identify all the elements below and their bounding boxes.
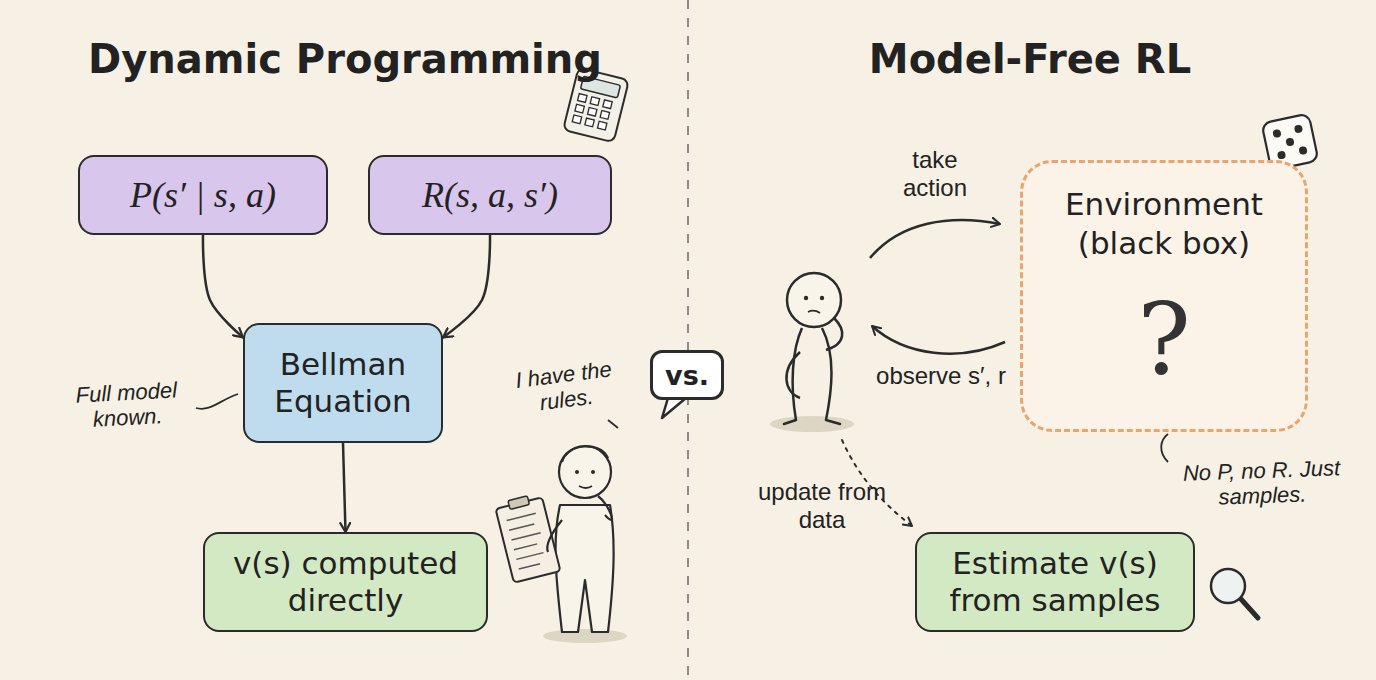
person-eye <box>575 470 579 474</box>
calculator-key <box>578 94 587 103</box>
die-pip <box>1294 124 1303 133</box>
estimate-box: Estimate v(s) from samples <box>915 532 1195 632</box>
node-text: Environment (black box) <box>1044 185 1284 263</box>
arrow-label: take action <box>880 146 990 201</box>
section-title: Dynamic Programming <box>40 36 650 82</box>
agent-body <box>793 328 802 420</box>
node-text: vs. <box>665 360 709 391</box>
agent-eye <box>804 296 808 300</box>
calculator-key <box>588 107 597 116</box>
arrow-label: update from data <box>752 478 892 533</box>
die-pip <box>1298 146 1307 155</box>
person-body <box>556 505 614 632</box>
annotation-note: Full model known. <box>51 376 203 434</box>
die-pip <box>1285 137 1294 146</box>
shadow <box>543 629 627 643</box>
magnifier-icon <box>1211 569 1258 618</box>
calculator-key <box>597 121 606 130</box>
node-text: P(s′ | s, a) <box>130 174 276 216</box>
speech-tick <box>608 420 618 428</box>
annotation-note: No P, no R. Just samples. <box>1161 455 1363 513</box>
calculator-key <box>572 115 581 124</box>
leader-line <box>196 394 238 409</box>
person-eye <box>591 470 595 474</box>
agent-body <box>822 328 832 420</box>
calculator-key <box>603 100 612 109</box>
flow-arrow <box>203 235 243 337</box>
node-text: R(s, a, s′) <box>422 174 558 216</box>
agent-feet <box>784 420 840 424</box>
action-arrow <box>870 220 1000 258</box>
section-title: Model-Free RL <box>730 36 1330 82</box>
clipboard-clip <box>508 496 530 510</box>
flow-arrow <box>443 235 490 337</box>
vs-bubble: vs. <box>650 350 724 400</box>
agent-head <box>787 273 841 327</box>
model-box: R(s, a, s′) <box>368 155 612 235</box>
clipboard-scribble <box>507 513 548 569</box>
node-text: Bellman Equation <box>255 346 431 420</box>
person-with-clipboard <box>494 446 627 643</box>
agent-mouth <box>808 311 820 313</box>
shadow <box>770 416 854 432</box>
leader-line <box>1161 434 1168 462</box>
node-text: Estimate v(s) from samples <box>927 545 1183 619</box>
node-text: v(s) computed directly <box>215 545 476 619</box>
agent-eye <box>820 296 824 300</box>
person-hair <box>562 446 608 462</box>
agent-arm <box>786 352 800 398</box>
flow-arrow <box>343 443 346 532</box>
equation-box: Bellman Equation <box>243 323 443 443</box>
bubble-tail <box>662 398 686 418</box>
die-pip <box>1277 150 1286 159</box>
person-arm <box>598 496 612 520</box>
magnifier-handle <box>1240 598 1258 618</box>
divider-line <box>687 0 689 680</box>
person-arm <box>547 520 562 552</box>
person-head <box>559 446 611 498</box>
arrow-label: observe s′, r <box>866 362 1016 390</box>
calculator-key <box>590 97 599 106</box>
calculator-key <box>600 111 609 120</box>
agent-figure <box>770 273 854 432</box>
die-pip <box>1272 129 1281 138</box>
magnifier-lens <box>1211 569 1245 603</box>
environment-box: Environment (black box)? <box>1020 160 1308 432</box>
result-box: v(s) computed directly <box>203 532 488 632</box>
calculator-key <box>585 118 594 127</box>
clipboard-board <box>496 497 561 582</box>
speech-note: I have the rules. <box>497 354 632 420</box>
observation-arrow <box>872 326 1005 354</box>
calculator-key <box>575 104 584 113</box>
model-box: P(s′ | s, a) <box>78 155 328 235</box>
node-symbol-text: ? <box>1137 281 1191 398</box>
person-mouth <box>579 486 592 488</box>
